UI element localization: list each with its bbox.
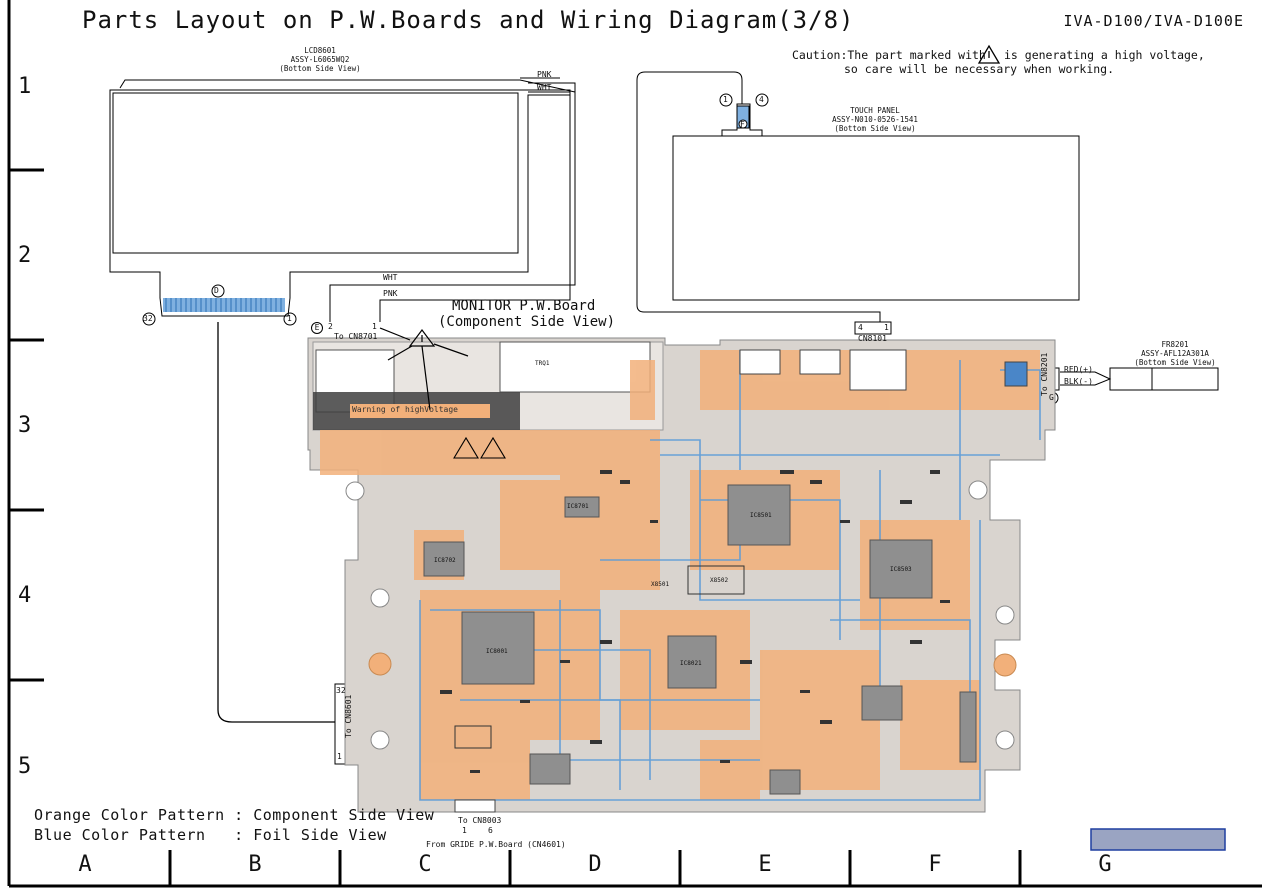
monitor-board-title: MONITOR P.W.Board bbox=[452, 298, 596, 314]
lcd-pin-1: 1 bbox=[287, 314, 292, 323]
row-label-3: 3 bbox=[18, 413, 32, 438]
lcd-pin-32: 32 bbox=[143, 314, 153, 323]
cn8701-pin-2: 2 bbox=[328, 322, 333, 331]
ic-label: X8501 bbox=[651, 581, 670, 588]
lcd-flex-contacts bbox=[142, 284, 297, 326]
column-label-c: C bbox=[418, 852, 432, 877]
cn8701-pin-1: 1 bbox=[372, 322, 377, 331]
row-label-2: 2 bbox=[18, 243, 32, 268]
lcd-connector-mark: D bbox=[214, 286, 219, 295]
ic-label: IC8021 bbox=[680, 660, 702, 667]
wire-wht-top: WHT bbox=[537, 83, 552, 92]
caution-line2: so care will be necessary when working. bbox=[844, 62, 1115, 76]
ic-label: IC8701 bbox=[567, 503, 589, 510]
touch-panel-label-1: TOUCH PANEL bbox=[850, 106, 900, 115]
monitor-board-subtitle: (Component Side View) bbox=[438, 314, 616, 330]
to-cn8701-label: To CN8701 bbox=[334, 332, 378, 341]
ic-label: IC8001 bbox=[486, 648, 508, 655]
lcd-backlight-wires bbox=[329, 77, 576, 322]
lcd-label-3: (Bottom Side View) bbox=[279, 64, 361, 73]
wire-red: RED(+) bbox=[1064, 365, 1093, 374]
high-voltage-warning-icon bbox=[379, 327, 469, 411]
touch-panel-label-3: (Bottom Side View) bbox=[834, 124, 916, 133]
page-title: Parts Layout on P.W.Boards and Wiring Di… bbox=[82, 6, 855, 34]
column-label-a: A bbox=[78, 852, 92, 877]
row-label-4: 4 bbox=[18, 583, 32, 608]
frame bbox=[7, 0, 1262, 888]
lcd-label-2: ASSY-L6065WQ2 bbox=[290, 55, 350, 64]
to-cn8201-label: To CN8201 bbox=[1040, 352, 1049, 396]
fr8201-label-2: ASSY-AFL12A301A bbox=[1141, 349, 1209, 358]
cn8601-pin-32: 32 bbox=[336, 686, 346, 695]
high-voltage-warning-text: Warning of highVoltage bbox=[352, 405, 458, 414]
ic-label: IC8702 bbox=[434, 557, 456, 564]
monitor-board bbox=[307, 337, 1056, 813]
caution-line1-a: Caution:The part marked with bbox=[792, 48, 986, 62]
model-number: IVA-D100/IVA-D100E bbox=[1063, 12, 1244, 30]
legend-blue: Blue Color Pattern : Foil Side View bbox=[34, 826, 387, 844]
from-gride-board-label: From GRIDE P.W.Board (CN4601) bbox=[426, 840, 566, 849]
lcd-unit bbox=[109, 79, 576, 317]
caution-line1-b: is generating a high voltage, bbox=[1004, 48, 1205, 62]
row-label-5: 5 bbox=[18, 754, 32, 779]
e-mark: E bbox=[311, 322, 323, 334]
g-mark: G bbox=[1049, 393, 1054, 402]
touch-pin-1: 1 bbox=[723, 95, 728, 104]
lcd-flat-cable bbox=[217, 322, 335, 723]
cn8003-pin-1: 1 bbox=[462, 826, 467, 835]
touch-pin-4: 4 bbox=[759, 95, 764, 104]
fr8201-label-3: (Bottom Side View) bbox=[1134, 358, 1216, 367]
wire-pnk-top: PNK bbox=[537, 70, 552, 79]
column-label-e: E bbox=[758, 852, 772, 877]
cn8101-pin-4: 4 bbox=[858, 323, 863, 332]
ic-label: TRQ1 bbox=[535, 360, 550, 367]
legend-box bbox=[1090, 828, 1226, 851]
column-label-f: F bbox=[928, 852, 942, 877]
lcd-label-1: LCD8601 bbox=[304, 46, 336, 55]
touch-connector-mark: F bbox=[740, 120, 745, 129]
ic-label: X8502 bbox=[710, 577, 729, 584]
cn8101-label: CN8101 bbox=[858, 334, 887, 343]
wire-wht: WHT bbox=[383, 273, 398, 282]
caution-triangle-icon bbox=[977, 44, 1001, 64]
wire-blk: BLK(-) bbox=[1064, 377, 1093, 386]
column-label-d: D bbox=[588, 852, 602, 877]
to-cn8003-label: To CN8003 bbox=[458, 816, 502, 825]
to-cn8601-label: To CN8601 bbox=[344, 694, 353, 738]
touch-panel bbox=[636, 71, 1080, 335]
cn8601-pin-1: 1 bbox=[337, 752, 342, 761]
column-label-b: B bbox=[248, 852, 262, 877]
row-label-1: 1 bbox=[18, 74, 32, 99]
fr8201-label-1: FR8201 bbox=[1161, 340, 1189, 349]
ic-label: IC8501 bbox=[750, 512, 772, 519]
wire-pnk: PNK bbox=[383, 289, 398, 298]
touch-panel-label-2: ASSY-N010-0526-1541 bbox=[832, 115, 918, 124]
cn8101-pin-1: 1 bbox=[884, 323, 889, 332]
legend-orange: Orange Color Pattern : Component Side Vi… bbox=[34, 806, 435, 824]
cn8003-pin-6: 6 bbox=[488, 826, 493, 835]
ic-label: IC8503 bbox=[890, 566, 912, 573]
column-label-g: G bbox=[1098, 852, 1112, 877]
